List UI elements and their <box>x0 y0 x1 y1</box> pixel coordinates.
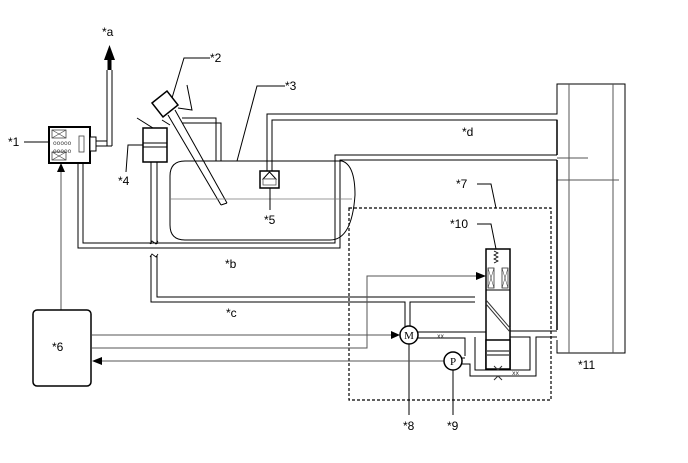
callout-7: *7 <box>456 177 468 191</box>
fuel-tank <box>169 117 356 241</box>
pump-motor: M xx <box>92 325 486 415</box>
svg-text:xx: xx <box>437 333 445 340</box>
callout-1: *1 <box>8 135 20 149</box>
pipe-d <box>266 86 558 172</box>
leader-10 <box>477 223 497 250</box>
label-c: *c <box>226 306 237 320</box>
outlet-arrow-a <box>104 45 115 146</box>
label-d: *d <box>462 125 473 139</box>
callout-5: *5 <box>264 213 276 227</box>
purge-vsv: ooooo ooooo <box>48 126 112 164</box>
callout-4: *4 <box>118 174 130 188</box>
svg-text:ooooo: ooooo <box>53 148 72 155</box>
cut-off-valve <box>136 117 168 245</box>
signal-ecm-to-valve <box>92 272 486 349</box>
callout-8: *8 <box>403 419 415 433</box>
label-b: *b <box>225 257 237 271</box>
fuel-vent-valve <box>259 170 280 210</box>
pipe-b <box>77 154 557 249</box>
leak-detection-pump-module <box>348 207 552 401</box>
callout-2: *2 <box>210 51 222 65</box>
pressure-sensor: P xx <box>92 336 557 415</box>
callout-9: *9 <box>447 419 459 433</box>
filler-pipe <box>150 84 228 206</box>
leader-4 <box>125 144 143 173</box>
svg-text:ooooo: ooooo <box>53 140 72 147</box>
ecm-box <box>32 309 92 387</box>
signal-ecm-to-vsv <box>57 163 65 310</box>
pipe-c <box>149 253 475 327</box>
callout-11: *11 <box>578 358 595 372</box>
canister <box>556 83 626 354</box>
leader-2 <box>171 57 210 99</box>
switching-valve <box>485 248 557 370</box>
callout-3: *3 <box>285 79 297 93</box>
svg-text:xx: xx <box>512 370 520 377</box>
pump-symbol: P <box>450 356 456 368</box>
motor-symbol: M <box>404 330 414 342</box>
callout-10: *10 <box>450 217 468 231</box>
callout-6: *6 <box>52 340 64 354</box>
leader-7 <box>477 183 497 209</box>
leader-3 <box>236 85 285 162</box>
label-a: *a <box>102 25 114 39</box>
